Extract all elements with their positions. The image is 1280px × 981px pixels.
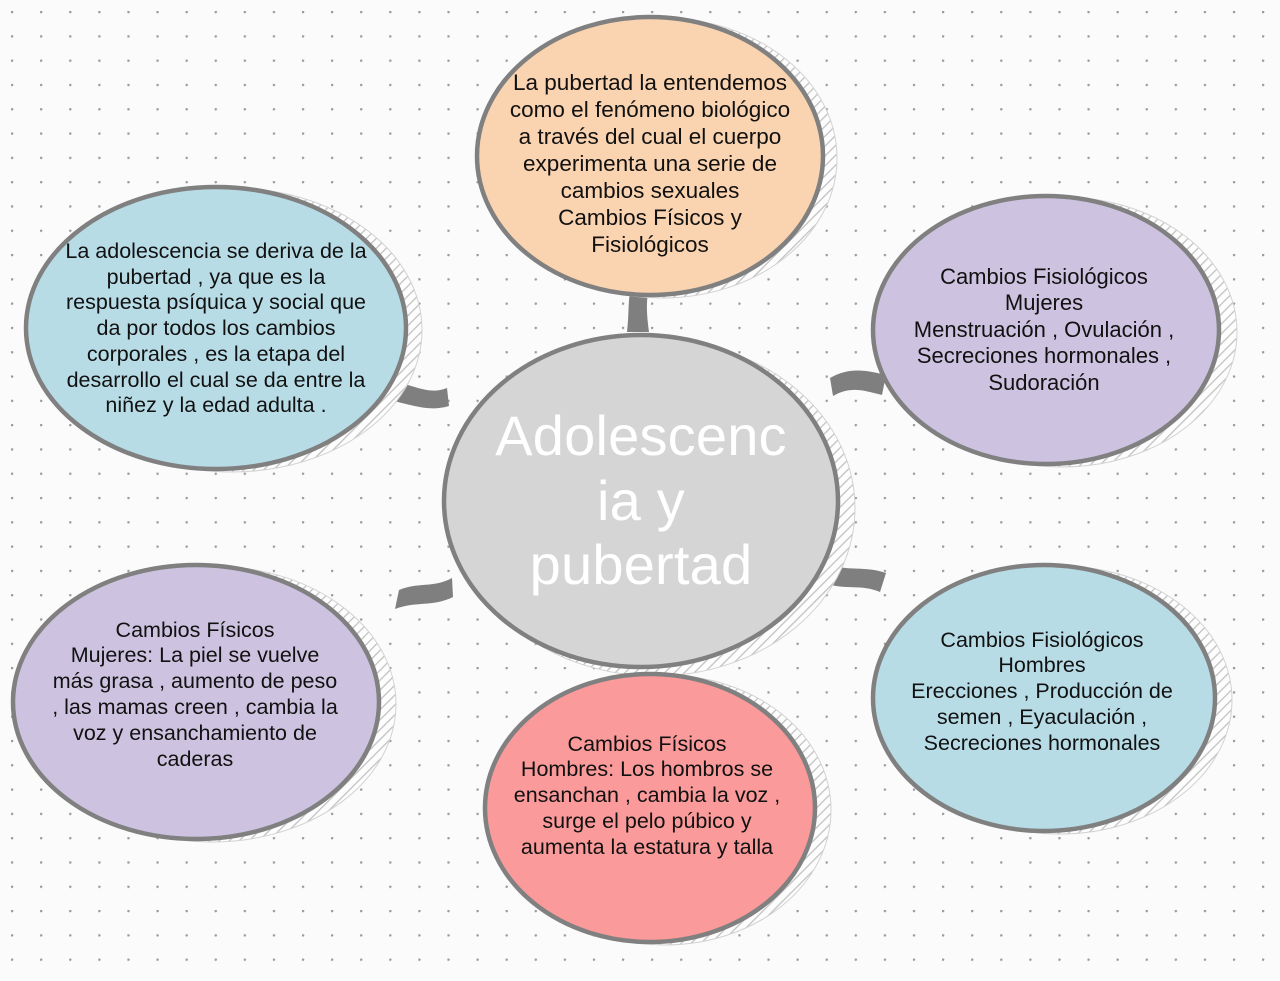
node-fisiologicos-mujeres[interactable] [870, 193, 1222, 467]
connector-root-to-top [627, 292, 649, 332]
node-fisicos-hombres[interactable] [482, 671, 818, 945]
node-root[interactable] [441, 332, 841, 670]
connector-root-to-right [830, 370, 886, 396]
node-definicion-pubertad[interactable] [474, 14, 826, 298]
connector-root-to-left [393, 382, 449, 409]
connector-root-to-bottom-left [395, 578, 453, 609]
node-definicion-adolescencia[interactable] [23, 184, 409, 472]
connector-root-to-bottom-right [828, 565, 886, 592]
node-shapes [10, 14, 1222, 945]
node-fisiologicos-hombres[interactable] [870, 562, 1218, 834]
connectors [393, 292, 886, 700]
node-fisicos-mujeres[interactable] [10, 562, 382, 842]
